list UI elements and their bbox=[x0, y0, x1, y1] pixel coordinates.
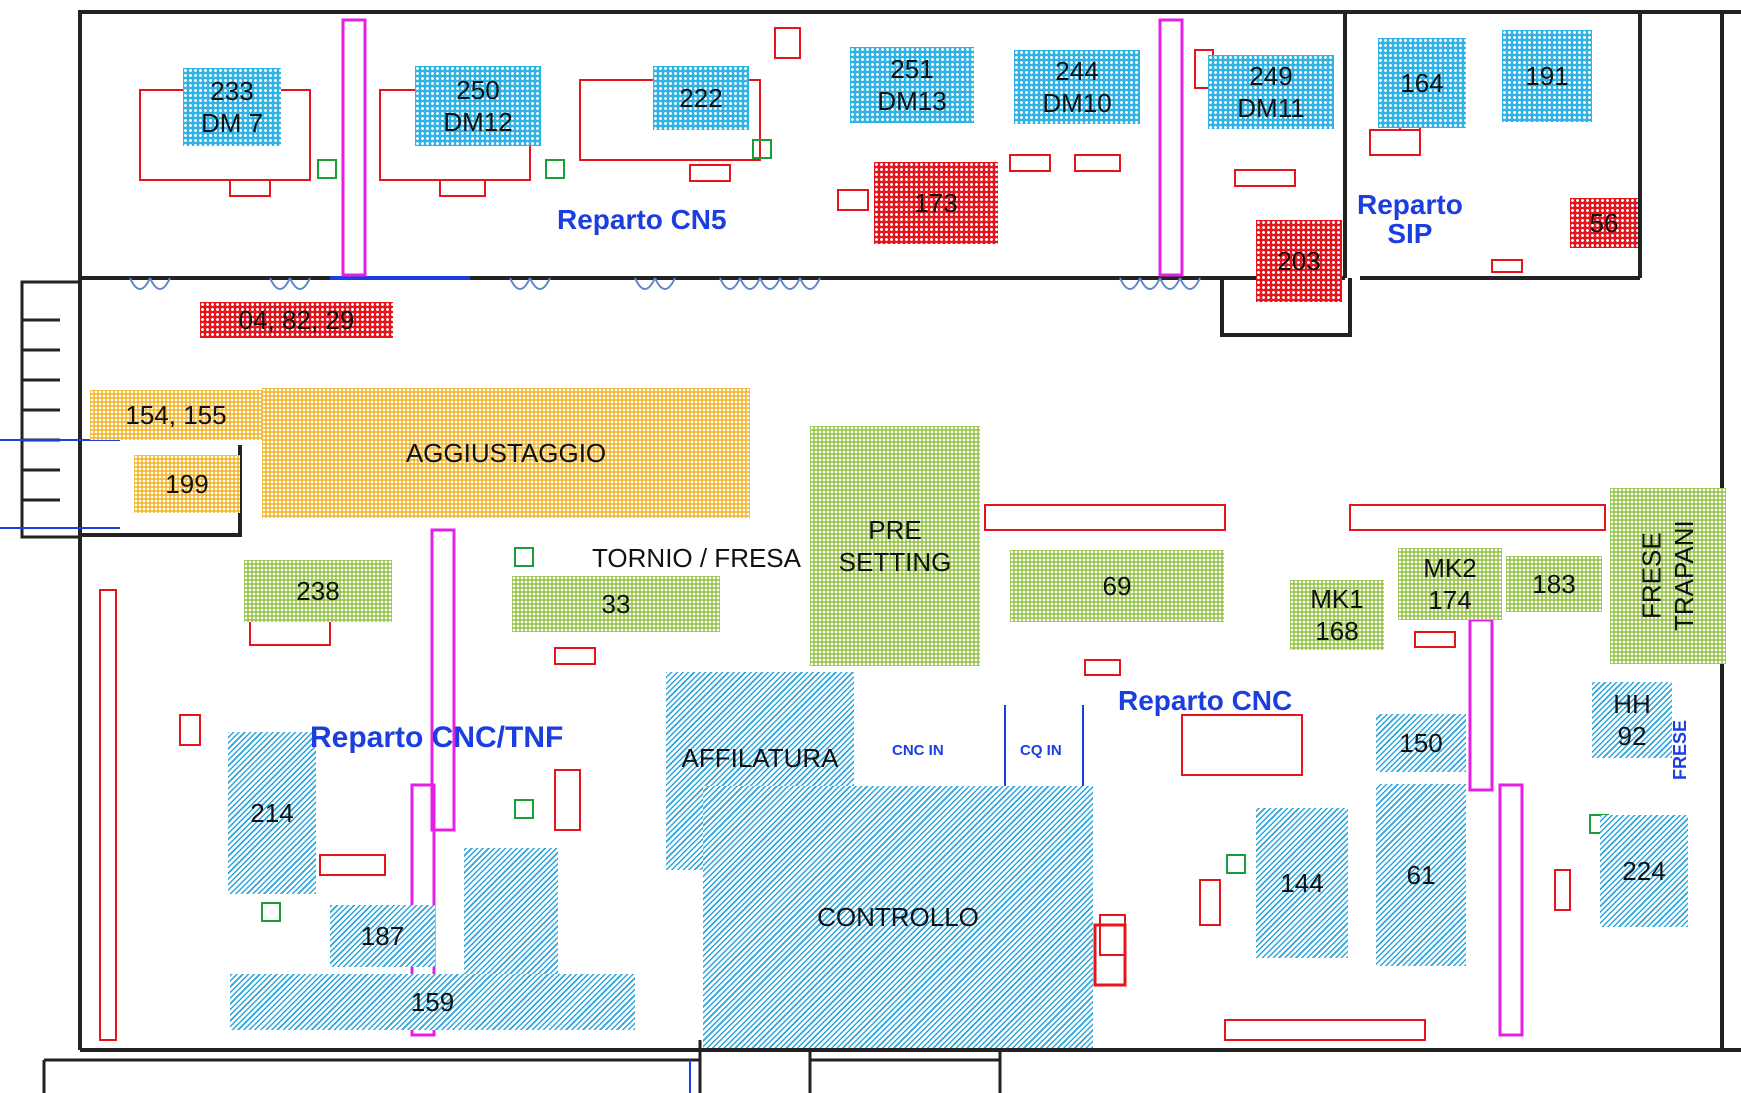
zone-frese-trapani: FRESE TRAPANI bbox=[1610, 488, 1726, 664]
zone-187: 187 bbox=[330, 905, 435, 967]
zone-61: 61 bbox=[1376, 784, 1466, 966]
zone-controllo: CONTROLLO bbox=[703, 786, 1093, 1048]
zone-150: 150 bbox=[1376, 714, 1466, 772]
zone-144: 144 bbox=[1256, 808, 1348, 958]
department-label-cnc-tnf: Reparto CNC/TNF bbox=[310, 721, 564, 754]
zone-233-dm7: 233 DM 7 bbox=[183, 68, 281, 146]
tornio-fresa-label: TORNIO / FRESA bbox=[592, 543, 801, 573]
zone-mk2-174: MK2 174 bbox=[1398, 548, 1502, 620]
zone-251-dm13: 251 DM13 bbox=[850, 47, 974, 123]
department-label-cn5: Reparto CN5 bbox=[557, 204, 727, 235]
zone-222: 222 bbox=[653, 66, 749, 130]
zone-33: 33 bbox=[512, 576, 720, 632]
department-label-sip: Reparto SIP bbox=[1357, 189, 1463, 250]
zone-183: 183 bbox=[1506, 556, 1602, 612]
frese-side-label: FRESE bbox=[1670, 720, 1690, 781]
zone-hh92: HH 92 bbox=[1592, 682, 1672, 758]
zone-159-b bbox=[464, 848, 558, 978]
zone-aggiustaggio: AGGIUSTAGGIO bbox=[262, 388, 750, 518]
zone-249-dm11: 249 DM11 bbox=[1208, 55, 1334, 129]
zone-173: 173 bbox=[874, 162, 998, 244]
zone-199: 199 bbox=[134, 455, 240, 513]
zone-04-82-29: 04, 82, 29 bbox=[200, 302, 393, 338]
department-label-cnc: Reparto CNC bbox=[1118, 685, 1293, 716]
zone-238: 238 bbox=[244, 560, 392, 622]
zone-164: 164 bbox=[1378, 38, 1466, 128]
zone-203: 203 bbox=[1256, 220, 1342, 302]
zone-250-dm12: 250 DM12 bbox=[415, 66, 541, 146]
zone-244-dm10: 244 DM10 bbox=[1014, 50, 1140, 124]
zone-mk1-168: MK1 168 bbox=[1290, 580, 1384, 650]
zone-69: 69 bbox=[1010, 550, 1224, 622]
zone-154-155: 154, 155 bbox=[90, 390, 262, 440]
zone-191: 191 bbox=[1502, 30, 1592, 122]
cq-in-label: CQ IN bbox=[1020, 742, 1062, 759]
zone-224: 224 bbox=[1600, 815, 1688, 927]
zone-56: 56 bbox=[1570, 198, 1638, 248]
zone-214: 214 bbox=[228, 732, 316, 894]
cnc-in-label: CNC IN bbox=[892, 742, 944, 759]
zone-pre-setting: PRE SETTING bbox=[810, 426, 980, 666]
zone-159: 159 bbox=[230, 974, 635, 1030]
